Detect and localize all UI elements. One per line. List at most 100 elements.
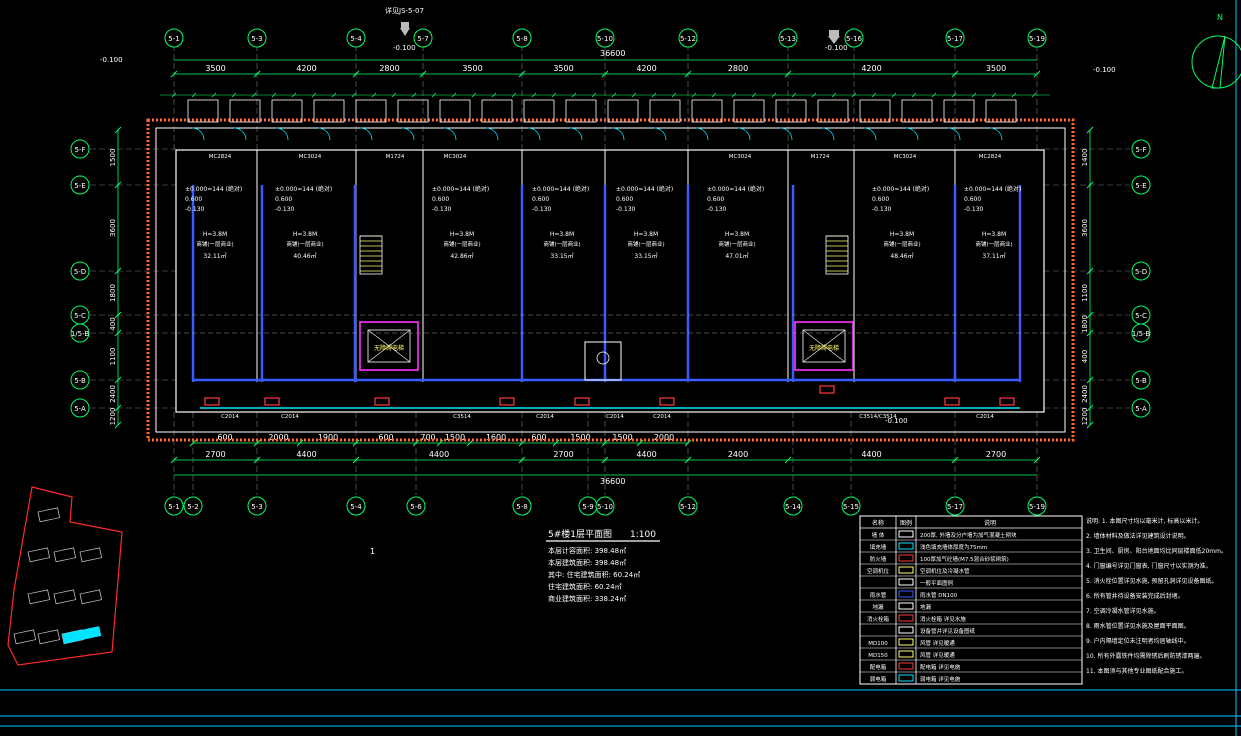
dim-bottom2-text: 600 bbox=[378, 433, 393, 442]
facade-bay bbox=[439, 99, 471, 123]
door-swing bbox=[863, 127, 877, 141]
room-elev: ±0.000=144 (绝对) bbox=[275, 185, 332, 193]
key-building bbox=[79, 589, 103, 605]
legend-name: 防火墙 bbox=[870, 555, 887, 563]
stair-left bbox=[359, 235, 383, 275]
door-tag: MC3024 bbox=[299, 154, 322, 160]
area-line-1: 本层计容面积: 398.48㎡ bbox=[548, 546, 626, 555]
drawing-scale: 1:100 bbox=[630, 530, 656, 540]
axis-bubble-bottom-label: 5-9 bbox=[582, 503, 593, 511]
room-elev-3: -0.130 bbox=[185, 206, 205, 213]
axis-bubble-top bbox=[844, 28, 864, 48]
legend-head: 名称 bbox=[872, 519, 884, 527]
facade-bay bbox=[271, 99, 303, 123]
overall-dim-top: 36600 bbox=[600, 49, 625, 58]
legend-desc: 浅色填充墙体厚度为75mm bbox=[920, 543, 987, 551]
legend-symbol bbox=[898, 566, 914, 574]
north-arrow: N bbox=[1191, 13, 1241, 89]
room-elev-2: 0.600 bbox=[707, 196, 724, 203]
legend-name: 弱电箱 bbox=[870, 675, 887, 683]
dim-left-text: 1800 bbox=[109, 284, 117, 302]
key-building bbox=[13, 629, 37, 645]
legend-symbol bbox=[898, 638, 914, 646]
axis-bubble-top-label: 5-12 bbox=[680, 35, 696, 43]
legend-head: 图例 bbox=[900, 519, 912, 527]
door-swing bbox=[485, 127, 499, 141]
dim-top-text: 3500 bbox=[462, 64, 482, 73]
axis-bubble-top bbox=[945, 28, 965, 48]
axis-bubble-bottom bbox=[183, 496, 203, 516]
key-building bbox=[27, 547, 51, 563]
room-area: 47.01㎡ bbox=[725, 252, 748, 260]
axis-bubble-top-label: 5-4 bbox=[350, 35, 362, 43]
axis-bubble-bottom bbox=[783, 496, 803, 516]
legend-head: 说明 bbox=[984, 519, 996, 527]
axis-bubble-top-label: 5-1 bbox=[168, 35, 179, 43]
elev-outdoor-right: -0.100 bbox=[1093, 66, 1116, 74]
legend-name: 地漏 bbox=[872, 603, 884, 611]
axis-bubble-bottom-label: 5-1 bbox=[168, 503, 179, 511]
building-plan bbox=[146, 118, 1075, 442]
section-arrow-2 bbox=[828, 36, 840, 44]
key-building bbox=[53, 589, 77, 605]
axis-bubble-top bbox=[413, 28, 433, 48]
door-swing bbox=[653, 127, 667, 141]
room-elev-2: 0.600 bbox=[616, 196, 633, 203]
window-tag: C2014 bbox=[281, 414, 299, 420]
note-line: 说明: 1. 本图尺寸均以毫米计, 标高以米计。 bbox=[1086, 517, 1203, 525]
note-line: 3. 卫生间、厨房、阳台地面均比同层楼面低20mm。 bbox=[1086, 547, 1227, 555]
facade-bay bbox=[817, 99, 849, 123]
axis-bubble-left-label: 5-C bbox=[74, 312, 86, 320]
dim-bottom2-text: 1900 bbox=[318, 433, 338, 442]
window-tag: C3514/C3514 bbox=[859, 414, 897, 420]
dim-left-text: 3600 bbox=[109, 219, 117, 237]
ac-unit-marker bbox=[574, 397, 590, 406]
dim-bottom2-text: 2000 bbox=[268, 433, 288, 442]
axis-bubble-left bbox=[70, 175, 90, 195]
legend-desc: 地漏 bbox=[920, 603, 932, 611]
axis-bubble-left-label: 5-A bbox=[74, 405, 86, 413]
facade-bay bbox=[565, 99, 597, 123]
axis-bubble-bottom bbox=[164, 496, 184, 516]
room-elev: ±0.000=144 (绝对) bbox=[185, 185, 242, 193]
axis-bubble-bottom-label: 5-12 bbox=[680, 503, 696, 511]
dim-top-text: 4200 bbox=[296, 64, 316, 73]
door-swing bbox=[779, 127, 793, 141]
general-notes: 说明: 1. 本图尺寸均以毫米计, 标高以米计。2. 墙体材料及做法详见建筑设计… bbox=[1086, 517, 1227, 675]
ac-unit-marker bbox=[944, 397, 960, 406]
dim-bottom2-text: 700 bbox=[420, 433, 435, 442]
dim-bottom2-text: 2000 bbox=[654, 433, 674, 442]
door-swing bbox=[317, 127, 331, 141]
dim-right-text: 1200 bbox=[1081, 408, 1089, 426]
note-line: 9. 户内隔墙定位未注明者均居轴线中。 bbox=[1086, 637, 1190, 645]
axis-bubble-bottom bbox=[678, 496, 698, 516]
axis-bubble-top-label: 5-8 bbox=[516, 35, 527, 43]
room-elev-3: -0.130 bbox=[872, 206, 892, 213]
room-name: 商铺(一层商业) bbox=[286, 240, 323, 248]
door-swing bbox=[443, 127, 457, 141]
door-swing bbox=[905, 127, 919, 141]
room-name: 商铺(一层商业) bbox=[196, 240, 233, 248]
room-elev-2: 0.600 bbox=[872, 196, 889, 203]
room-elev: ±0.000=144 (绝对) bbox=[616, 185, 673, 193]
facade-bay bbox=[691, 99, 723, 123]
dim-bottom-text: 2700 bbox=[205, 450, 225, 459]
axis-bubble-top-label: 5-17 bbox=[947, 35, 963, 43]
room-elev: ±0.000=144 (绝对) bbox=[872, 185, 929, 193]
axis-bubble-bottom bbox=[346, 496, 366, 516]
facade-bay bbox=[943, 99, 975, 123]
legend-desc: 风管 详见暖通 bbox=[920, 639, 955, 647]
room-elev-2: 0.600 bbox=[532, 196, 549, 203]
legend-desc: 消火栓箱 详见水施 bbox=[920, 615, 966, 623]
room-elev-3: -0.130 bbox=[275, 206, 295, 213]
axis-bubble-bottom-label: 5-2 bbox=[187, 503, 198, 511]
facade-bay bbox=[355, 99, 387, 123]
area-line-3: 其中: 住宅建筑面积: 60.24㎡ bbox=[548, 570, 640, 579]
legend-name: 墙 体 bbox=[872, 531, 885, 539]
dim-top-text: 3500 bbox=[986, 64, 1006, 73]
legend-name: MD150 bbox=[868, 653, 888, 659]
room-area: 42.86㎡ bbox=[450, 252, 473, 260]
